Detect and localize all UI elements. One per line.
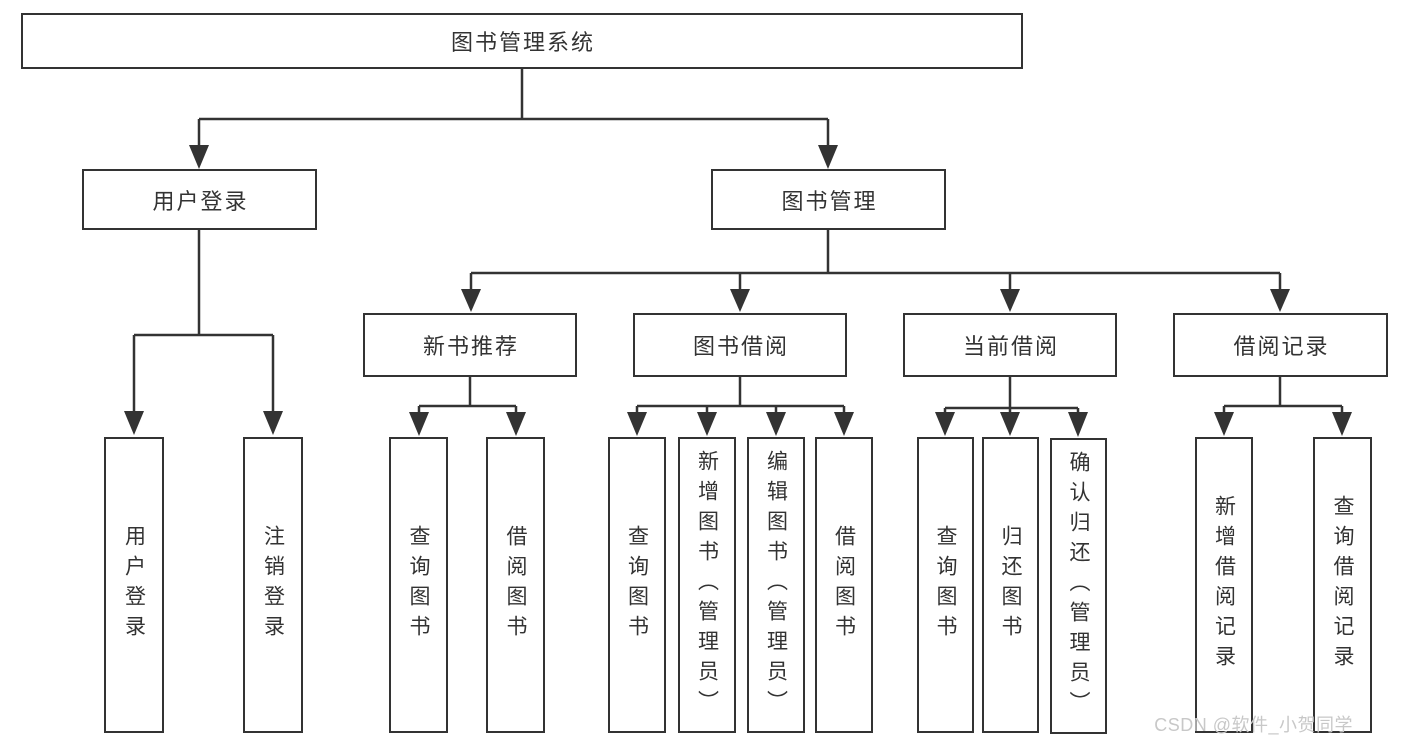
leaf-add-books-admin: 新增图书（管理员）: [678, 437, 736, 733]
node-library-management-system: 图书管理系统: [21, 13, 1023, 69]
node-new-book-recommend: 新书推荐: [363, 313, 577, 377]
leaf-label: 归还图书: [999, 525, 1022, 645]
leaf-query-borrow-record: 查询借阅记录: [1313, 437, 1372, 733]
leaf-confirm-return-admin: 确认归还（管理员）: [1050, 438, 1107, 734]
node-label: 图书借阅: [692, 334, 789, 359]
leaf-edit-books-admin: 编辑图书（管理员）: [747, 437, 805, 733]
leaf-label: 查询图书: [625, 525, 649, 645]
node-label: 图书管理系统: [450, 30, 595, 55]
node-label: 图书管理: [781, 188, 878, 214]
node-label: 当前借阅: [962, 334, 1059, 359]
leaf-query-books: 查询图书: [389, 437, 448, 733]
node-book-borrowing: 图书借阅: [633, 313, 847, 377]
leaf-label: 借阅图书: [832, 525, 856, 645]
leaf-logout: 注销登录: [243, 437, 303, 733]
leaf-label: 注销登录: [261, 525, 285, 645]
leaf-query-books: 查询图书: [608, 437, 666, 733]
leaf-add-borrow-record: 新增借阅记录: [1195, 437, 1253, 733]
leaf-label: 借阅图书: [504, 525, 527, 645]
leaf-return-books: 归还图书: [982, 437, 1039, 733]
leaf-label: 查询图书: [407, 525, 430, 645]
leaf-label: 查询图书: [934, 525, 957, 645]
node-label: 新书推荐: [422, 334, 519, 359]
node-user-login: 用户登录: [82, 169, 317, 230]
leaf-label: 新增借阅记录: [1212, 495, 1236, 675]
leaf-label: 编辑图书（管理员）: [764, 450, 788, 720]
leaf-label: 用户登录: [122, 525, 146, 645]
node-borrowing-records: 借阅记录: [1173, 313, 1388, 377]
leaf-user-login: 用户登录: [104, 437, 164, 733]
leaf-borrow-books: 借阅图书: [815, 437, 873, 733]
node-label: 借阅记录: [1233, 334, 1330, 359]
leaf-label: 确认归还（管理员）: [1067, 451, 1090, 721]
node-current-borrowing: 当前借阅: [903, 313, 1117, 377]
node-label: 用户登录: [152, 188, 249, 214]
leaf-label: 查询借阅记录: [1331, 495, 1354, 675]
leaf-query-books: 查询图书: [917, 437, 974, 733]
leaf-borrow-books: 借阅图书: [486, 437, 545, 733]
node-book-management: 图书管理: [711, 169, 946, 230]
csdn-watermark: CSDN @软件_小贺同学: [1154, 715, 1353, 735]
leaf-label: 新增图书（管理员）: [695, 450, 719, 720]
